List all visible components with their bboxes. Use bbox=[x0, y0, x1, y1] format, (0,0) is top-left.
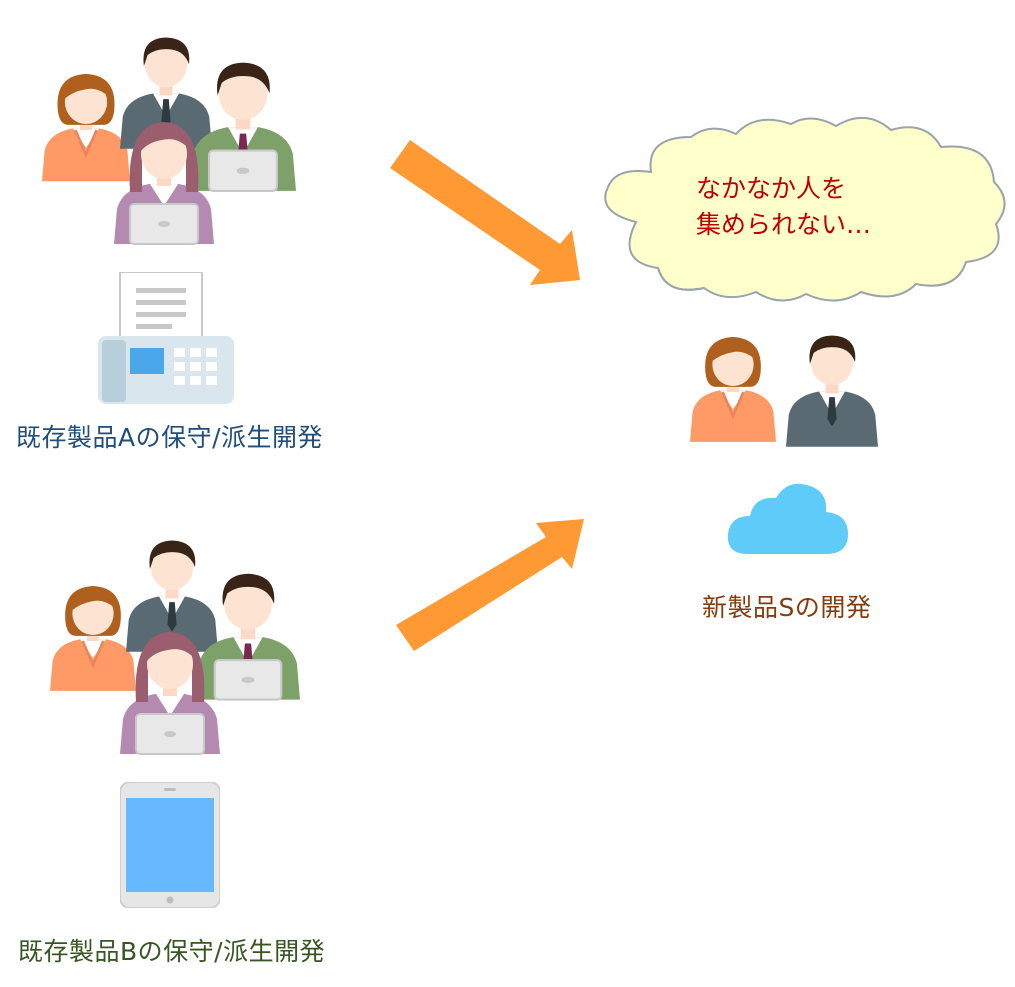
fax-machine-icon bbox=[98, 272, 234, 404]
thought-text-line1: なかなか人を bbox=[696, 174, 847, 203]
arrow-icon bbox=[396, 519, 584, 651]
thought-text-line2: 集められない… bbox=[696, 210, 872, 239]
person-icon bbox=[786, 322, 878, 452]
tablet-icon bbox=[120, 782, 220, 908]
group-a-label: 既存製品Aの保守/派生開発 bbox=[16, 423, 324, 452]
arrow-icon bbox=[390, 140, 580, 285]
thought-bubble bbox=[604, 117, 1006, 302]
cloud-icon bbox=[727, 483, 848, 554]
team-b bbox=[50, 522, 310, 752]
person-icon bbox=[690, 320, 776, 452]
target-label: 新製品Sの開発 bbox=[702, 593, 872, 622]
person-icon bbox=[120, 622, 220, 756]
person-icon bbox=[114, 112, 214, 246]
group-b-label: 既存製品Bの保守/派生開発 bbox=[18, 937, 326, 966]
team-a bbox=[42, 20, 302, 250]
